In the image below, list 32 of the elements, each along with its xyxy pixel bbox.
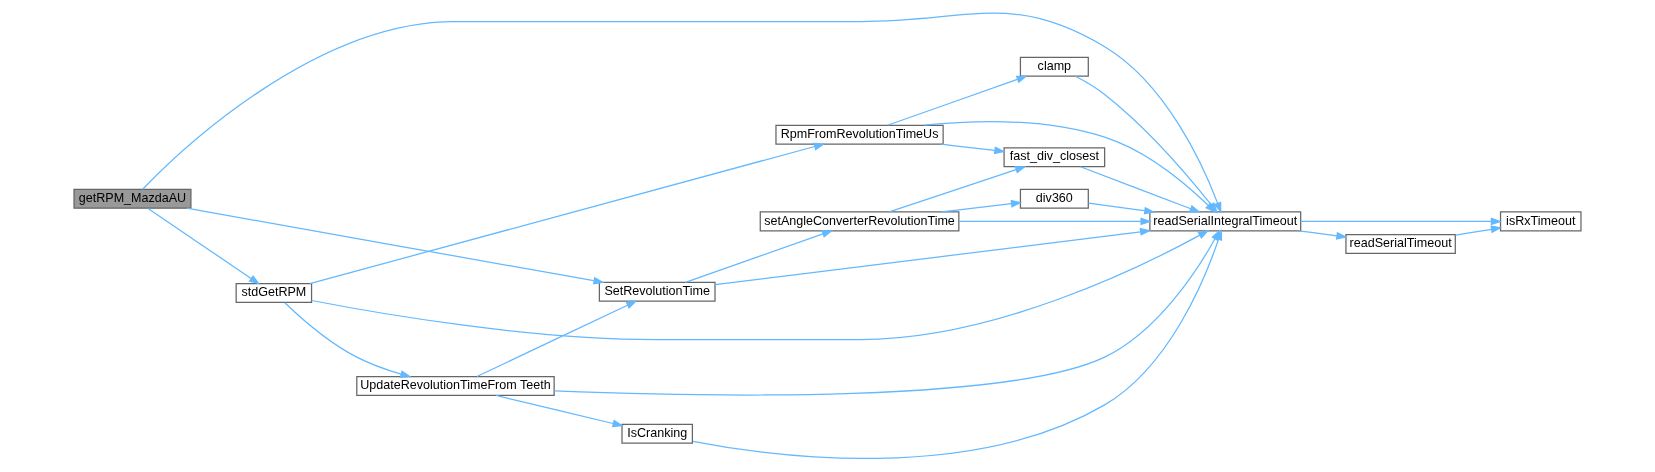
arrow (1300, 217, 1503, 226)
node-box: stdGetRPM (235, 283, 313, 304)
node-box: fast_div_closest (1003, 147, 1106, 168)
arrow (1079, 166, 1201, 213)
arrow (714, 227, 1152, 286)
arrow (940, 143, 1006, 155)
arrow (147, 207, 261, 285)
node-box: UpdateRevolutionTimeFrom Teeth (356, 376, 555, 397)
node-box: clamp (1019, 56, 1089, 77)
node-box: SetRevolutionTime (598, 281, 716, 302)
node-box: isRxTimeout (1499, 211, 1582, 232)
arrow (1298, 230, 1348, 240)
arrow (684, 230, 834, 283)
node-box: readSerialTimeout (1345, 233, 1456, 255)
arrow (309, 142, 826, 285)
arrow (940, 199, 1023, 213)
arrow (186, 207, 605, 285)
arrow (476, 300, 638, 378)
arrow (1087, 202, 1156, 215)
arrow (284, 302, 412, 378)
node-box: readSerialIntegralTimeout (1149, 211, 1302, 232)
node-box: setAngleConverterRevolutionTime (759, 211, 960, 232)
arrow (888, 166, 1027, 213)
arrow (958, 217, 1152, 226)
arrow (495, 394, 624, 428)
node-box: IsCranking (621, 423, 693, 444)
arrow (1454, 225, 1503, 236)
arrow (311, 229, 1210, 341)
arrow (886, 75, 1028, 126)
node-box: getRPM_MazdaAU (73, 188, 192, 209)
node-box: div360 (1019, 188, 1089, 209)
node-box: RpmFromRevolutionTimeUs (775, 124, 944, 145)
